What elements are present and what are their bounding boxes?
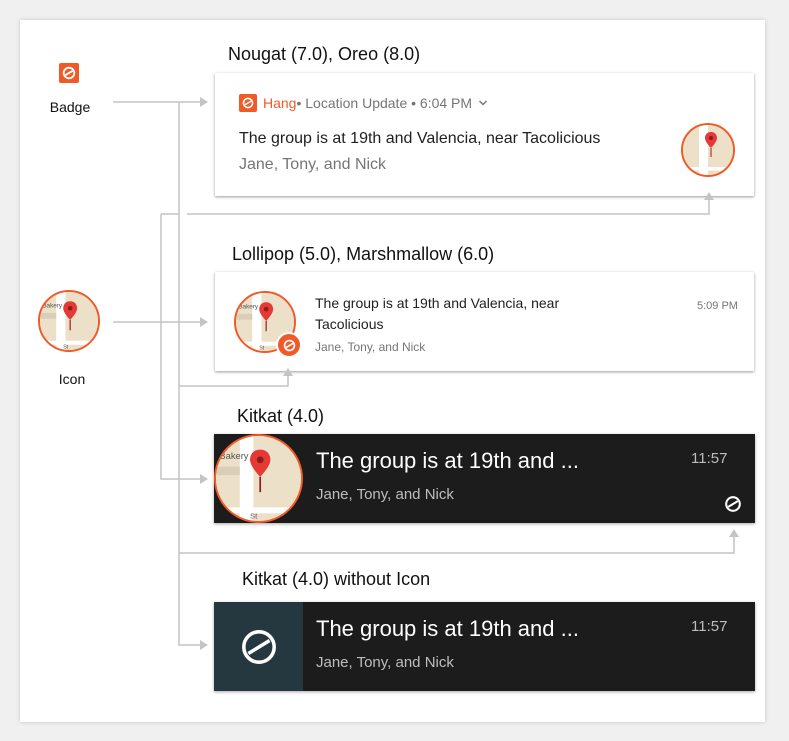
notification-time: 11:57 <box>691 450 728 467</box>
large-icon <box>681 123 735 177</box>
app-badge-icon <box>724 495 742 513</box>
icon-label: Icon <box>58 371 86 387</box>
app-badge-icon <box>239 94 257 112</box>
app-badge-icon <box>241 629 276 664</box>
chevron-down-icon[interactable] <box>478 99 488 107</box>
svg-text:Bakery: Bakery <box>238 304 259 311</box>
badge-label: Badge <box>49 99 91 115</box>
notification-time: 11:57 <box>691 618 728 635</box>
large-icon: Bakery St <box>214 434 303 523</box>
svg-text:Bakery: Bakery <box>219 451 248 461</box>
map-thumbnail: Bakery St <box>216 436 301 521</box>
large-icon-sample: Bakery St <box>38 290 100 352</box>
svg-text:St: St <box>250 511 258 520</box>
notification-title: The group is at 19th and ... <box>316 448 579 473</box>
notification-subtitle: Jane, Tony, and Nick <box>316 654 454 671</box>
notification-subtitle: Jane, Tony, and Nick <box>316 486 454 503</box>
kitkat-no-icon-notification-card[interactable]: The group is at 19th and ... Jane, Tony,… <box>214 602 755 691</box>
app-name: Hang <box>263 95 297 111</box>
map-thumbnail: Bakery St <box>40 292 98 350</box>
kitkat-notification-card[interactable]: Bakery St The group is at 19th and ... J… <box>214 434 755 523</box>
svg-text:St: St <box>63 344 68 350</box>
notification-subtitle: Jane, Tony, and Nick <box>315 340 426 354</box>
app-badge-icon <box>59 63 79 83</box>
section-title-lollipop: Lollipop (5.0), Marshmallow (6.0) <box>232 244 495 264</box>
app-badge-icon <box>276 332 302 358</box>
notification-title: The group is at 19th and Valencia, near … <box>315 295 560 332</box>
section-title-kitkat: Kitkat (4.0) <box>237 406 325 426</box>
section-title-nougat: Nougat (7.0), Oreo (8.0) <box>228 44 421 64</box>
nougat-header: Hang • Location Update • 6:04 PM <box>239 94 488 112</box>
notification-subtitle: Jane, Tony, and Nick <box>239 156 387 173</box>
nougat-notification-card[interactable]: Hang • Location Update • 6:04 PM The gro… <box>215 73 754 196</box>
svg-text:St: St <box>259 345 264 351</box>
notification-title: The group is at 19th and ... <box>316 616 579 641</box>
lollipop-notification-card[interactable]: Bakery St The group is at 19th and Valen… <box>215 272 754 371</box>
icon-panel <box>214 602 303 691</box>
large-icon: Bakery St <box>234 291 296 353</box>
map-thumbnail <box>683 125 733 175</box>
notification-time: 5:09 PM <box>697 300 738 312</box>
notification-meta: • Location Update • 6:04 PM <box>296 95 473 111</box>
svg-text:Bakery: Bakery <box>42 303 63 310</box>
notification-title: The group is at 19th and Valencia, near … <box>239 130 601 147</box>
section-title-kitkat-no-icon: Kitkat (4.0) without Icon <box>242 569 431 589</box>
